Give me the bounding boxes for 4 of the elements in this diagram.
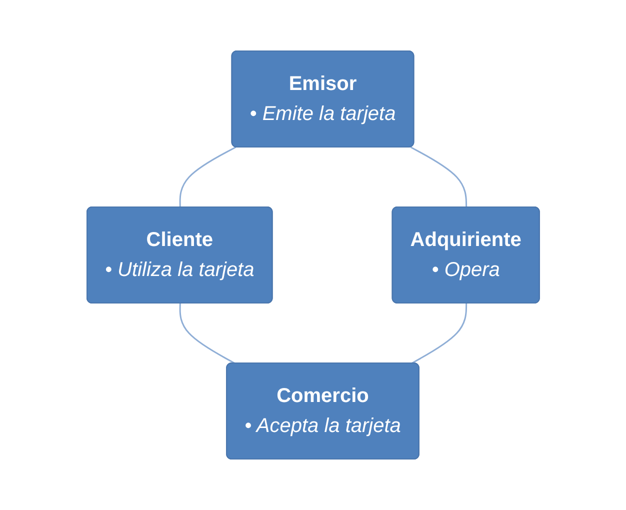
connector (179, 303, 236, 364)
connector (410, 303, 467, 364)
connector (410, 146, 467, 208)
connector (179, 146, 236, 208)
